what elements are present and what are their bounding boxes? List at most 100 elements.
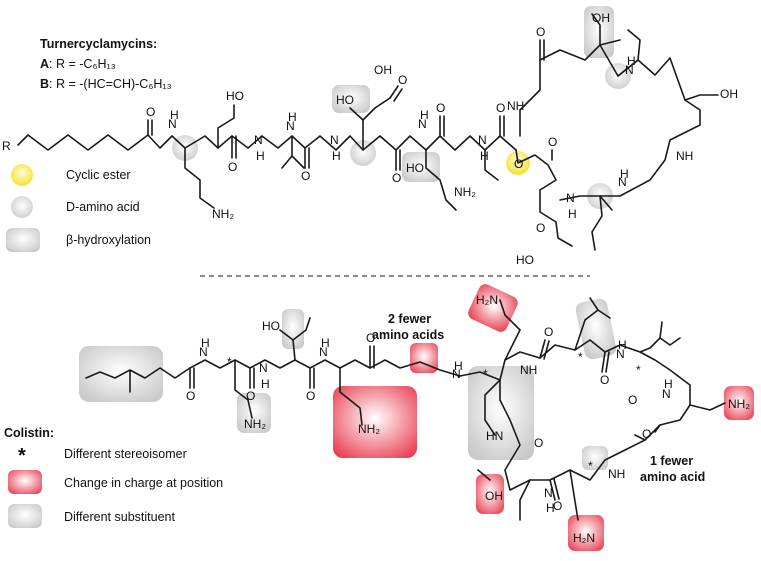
stereo-legend-label: Different stereoisomer <box>64 447 187 461</box>
ring-nh: NH <box>507 99 524 113</box>
carbonyl-o: O <box>366 331 375 345</box>
substituent-marker <box>282 309 304 349</box>
stereo-star: * <box>483 367 488 381</box>
turnercyclamycin-title: Turnercyclamycins: <box>40 37 157 51</box>
ring-n: N <box>566 191 575 205</box>
variant-a-line: A: R = -C₆H₁₃ <box>40 57 116 71</box>
carbonyl-o: O <box>600 373 609 387</box>
carbonyl-o: O <box>228 160 237 174</box>
d-amino-acid-legend-label: D-amino acid <box>66 200 140 214</box>
turnercyclamycin-atoms: R O N H NH₂ HO O N H N H O N H HO OH O O… <box>2 11 738 267</box>
d-amino-acid-marker <box>350 140 376 166</box>
carbonyl-o: O <box>146 105 155 119</box>
ring-h: H <box>568 207 577 221</box>
beta-hydroxylation-legend-label: β-hydroxylation <box>66 233 151 247</box>
stereo-star: * <box>588 459 593 473</box>
beta-hydroxylation-marker <box>332 85 370 113</box>
carboxyl-oh: OH <box>374 63 392 77</box>
ring-n: N <box>625 63 634 77</box>
carbonyl-o: O <box>628 393 637 407</box>
r-group-label: R <box>2 139 11 153</box>
amide-h: H <box>480 149 489 163</box>
substituent-legend-label: Different substituent <box>64 510 175 524</box>
beta-hydroxylation-marker <box>402 152 440 182</box>
amide-h: H <box>201 336 210 350</box>
amide-h: H <box>332 149 341 163</box>
amide-n: N <box>259 361 268 375</box>
substituent-marker <box>582 446 608 470</box>
tertiary-oh: OH <box>592 11 610 25</box>
ring-h: H <box>620 167 629 181</box>
ring-n: N <box>662 387 671 401</box>
ring-hn: HN <box>486 429 503 443</box>
beta-hydroxylation-marker <box>584 6 614 58</box>
colistin-legend: * Different stereoisomer Change in charg… <box>8 445 223 528</box>
ring-h: H <box>454 359 463 373</box>
substituent-marker <box>468 366 534 460</box>
carbonyl-o: O <box>392 171 401 185</box>
amide-h: H <box>261 377 270 391</box>
carbonyl-o: O <box>496 101 505 115</box>
charge-change-marker <box>476 474 504 514</box>
dab-nh2: NH₂ <box>728 397 750 411</box>
amide-n: N <box>478 133 487 147</box>
colistin-atoms: O N H O NH₂ N H HO O N H NH₂ O N H H₂N O… <box>186 293 750 545</box>
carbonyl-o: O <box>398 73 407 87</box>
threonine-oh: OH <box>485 489 503 503</box>
stereo-markers: * * * * * <box>227 350 641 473</box>
turnercyclamycin-legend: Cyclic ester D-amino acid β-hydroxylatio… <box>6 164 151 252</box>
ornithine-nh2: NH₂ <box>212 207 234 221</box>
amide-n: N <box>418 117 427 131</box>
ring-n: N <box>452 367 461 381</box>
ring-nh: NH <box>608 467 625 481</box>
carbonyl-o: O <box>436 101 445 115</box>
carbonyl-o: O <box>553 499 562 513</box>
beta-hydroxyl: HO <box>406 161 424 175</box>
dab-h2n: H₂N <box>573 531 595 545</box>
colistin-bonds <box>85 297 726 521</box>
cyclic-ester-legend-label: Cyclic ester <box>66 168 131 182</box>
substituent-marker <box>575 298 617 360</box>
colistin-title: Colistin: <box>4 426 54 440</box>
one-fewer-line1: 1 fewer <box>650 454 693 468</box>
charge-legend-icon <box>8 470 42 494</box>
amide-n: N <box>286 119 295 133</box>
d-amino-acid-legend-icon <box>11 196 33 218</box>
two-fewer-line2: amino acids <box>372 328 444 342</box>
amide-n: N <box>199 345 208 359</box>
carbonyl-o: O <box>544 325 553 339</box>
carbonyl-o: O <box>534 436 543 450</box>
amide-n: N <box>168 117 177 131</box>
ring-h: H <box>664 377 673 391</box>
ester-o: O <box>514 157 523 171</box>
amide-h: H <box>420 108 429 122</box>
ester-carbonyl-o: O <box>548 135 557 149</box>
turnercyclamycin-bonds <box>17 13 719 251</box>
side-chain-nh2: NH₂ <box>454 185 476 199</box>
ring-n: N <box>616 347 625 361</box>
carbonyl-o: O <box>536 25 545 39</box>
carbonyl-o: O <box>642 427 651 441</box>
carbonyl-o: O <box>536 221 545 235</box>
ring-nh: NH <box>676 149 693 163</box>
charge-change-marker <box>468 284 518 332</box>
amide-n: N <box>254 133 263 147</box>
homoserine-oh: OH <box>720 87 738 101</box>
beta-hydroxyl: HO <box>336 93 354 107</box>
carbonyl-o: O <box>186 389 195 403</box>
amide-n: N <box>330 133 339 147</box>
carbonyl-o: O <box>306 389 315 403</box>
substituent-legend-icon <box>8 504 42 528</box>
amide-h: H <box>170 108 179 122</box>
dab-nh2: NH₂ <box>244 417 266 431</box>
one-fewer-line2: amino acid <box>640 470 705 484</box>
carbonyl-o: O <box>246 389 255 403</box>
turnercyclamycin-highlights <box>172 6 631 209</box>
charge-change-marker <box>568 515 604 551</box>
stereo-star: * <box>636 363 641 377</box>
variant-b-line: B: R = -(HC=CH)-C₆H₁₃ <box>40 77 172 91</box>
charge-legend-label: Change in charge at position <box>64 476 223 490</box>
colistin-panel: O N H O NH₂ N H HO O N H NH₂ O N H H₂N O… <box>4 284 754 551</box>
turnercyclamycin-panel: Turnercyclamycins: A: R = -C₆H₁₃ B: R = … <box>2 6 738 267</box>
